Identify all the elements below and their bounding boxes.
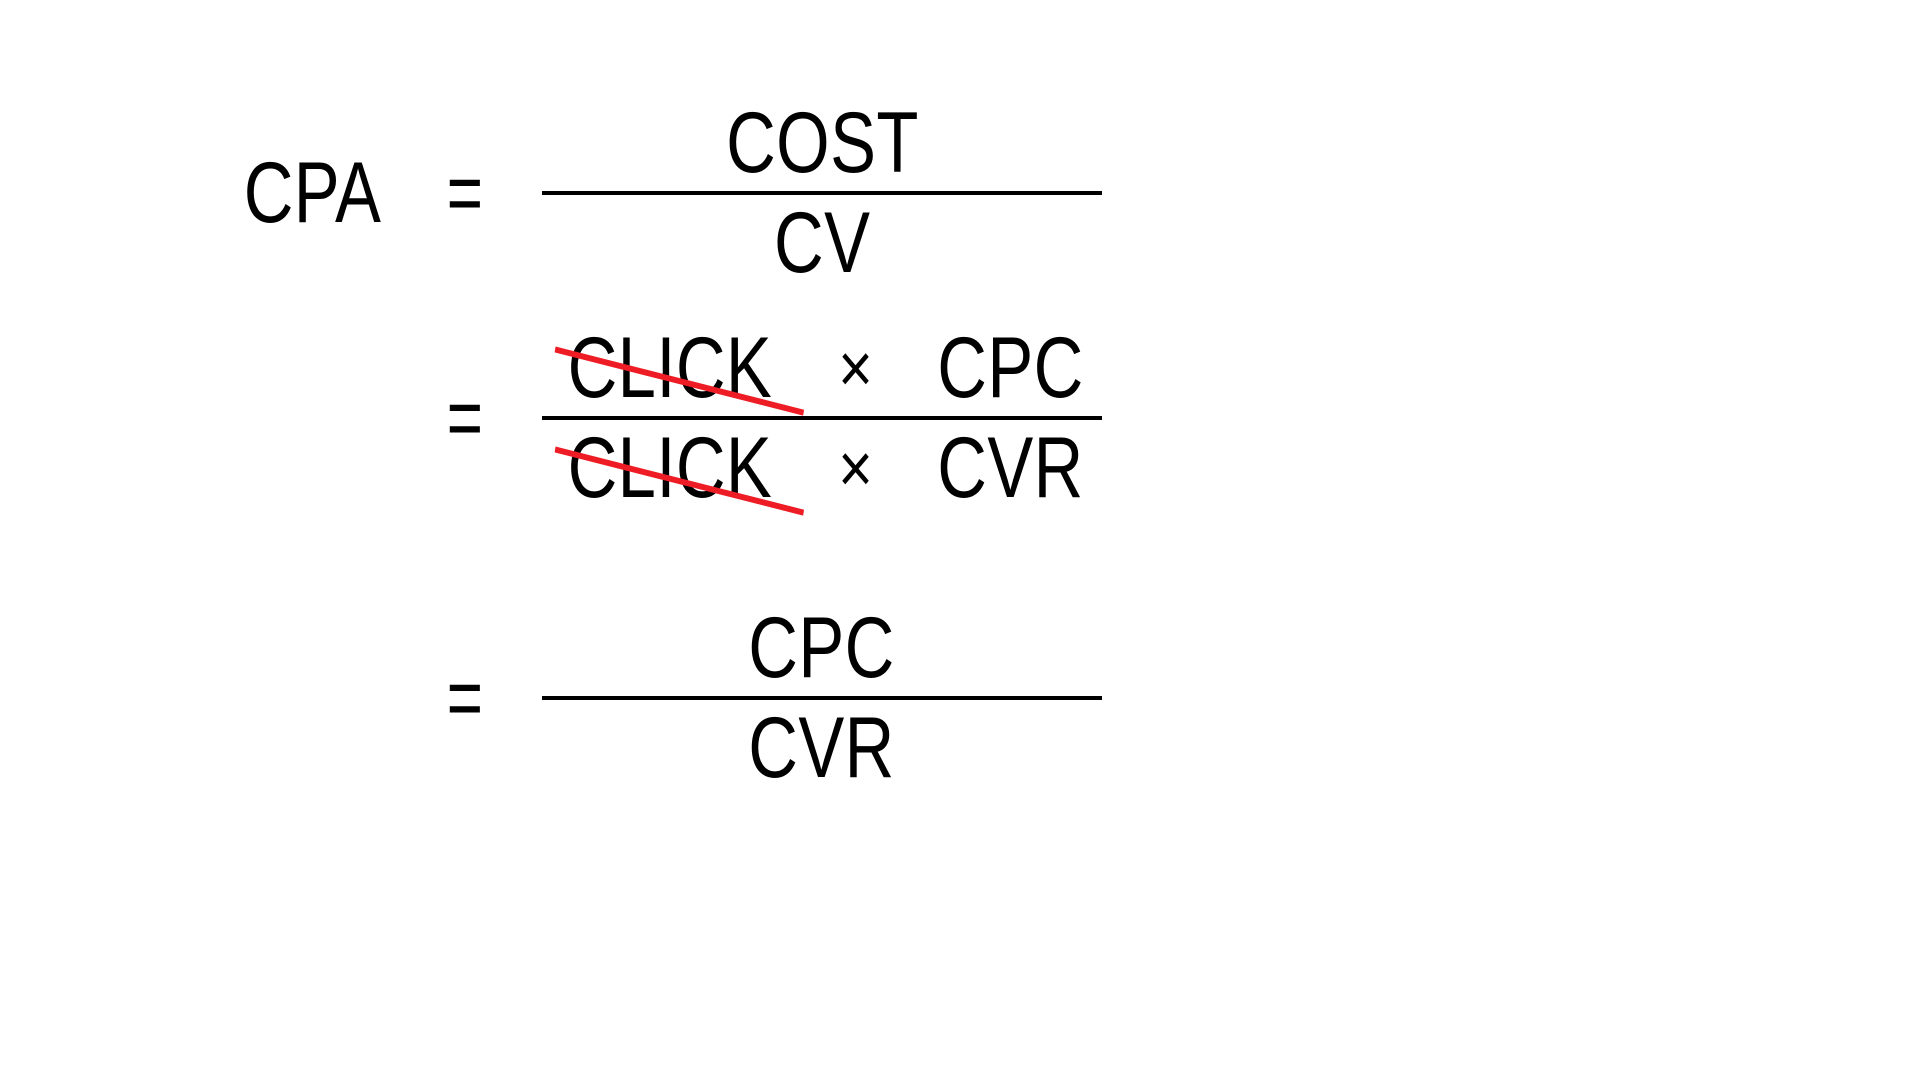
equation-1-lhs-label: CPA bbox=[243, 145, 382, 242]
equation-2-equals-sign: = bbox=[446, 370, 484, 467]
equation-2-numerator: CLICK × CPC bbox=[542, 320, 1102, 416]
equation-3-denominator-term: CVR bbox=[748, 700, 896, 797]
equation-2-denominator-multiply-icon: × bbox=[838, 429, 874, 508]
equation-row-1: CPA = COST CV bbox=[215, 95, 1102, 292]
equation-2-numerator-cancelled-text: CLICK bbox=[567, 320, 773, 416]
equation-row-2: = CLICK × CPC CLICK × bbox=[215, 320, 1102, 517]
equation-3-fraction-bar bbox=[542, 696, 1102, 701]
equation-row-3: = CPC CVR bbox=[215, 600, 1102, 797]
equation-2-denominator-cancelled-term: CLICK bbox=[554, 420, 804, 517]
equation-1-fraction-bar bbox=[542, 191, 1102, 196]
equation-3-equals-sign: = bbox=[446, 650, 484, 747]
equation-1-denominator-term: CV bbox=[773, 195, 871, 292]
equation-1-numerator-term: COST bbox=[725, 95, 919, 191]
equation-3-numerator: CPC bbox=[542, 600, 1102, 696]
equation-2-fraction-bar bbox=[542, 416, 1102, 421]
equation-1-denominator: CV bbox=[542, 195, 1102, 291]
equation-2-numerator-cancelled-term: CLICK bbox=[554, 320, 804, 416]
equation-1-fraction: COST CV bbox=[542, 95, 1102, 292]
equation-1-equals-sign: = bbox=[446, 145, 484, 242]
equation-1-numerator: COST bbox=[542, 95, 1102, 191]
equation-2-numerator-term: CPC bbox=[937, 320, 1084, 416]
equation-2-denominator-cancelled-text: CLICK bbox=[567, 420, 773, 517]
equation-3-denominator: CVR bbox=[542, 700, 1102, 796]
equation-3-numerator-term: CPC bbox=[748, 600, 896, 696]
equation-3-fraction: CPC CVR bbox=[542, 600, 1102, 797]
equation-2-fraction: CLICK × CPC CLICK × CVR bbox=[542, 320, 1102, 517]
equation-2-denominator-term: CVR bbox=[937, 420, 1084, 517]
equation-2-numerator-multiply-icon: × bbox=[838, 328, 874, 407]
equation-2-denominator: CLICK × CVR bbox=[542, 420, 1102, 516]
